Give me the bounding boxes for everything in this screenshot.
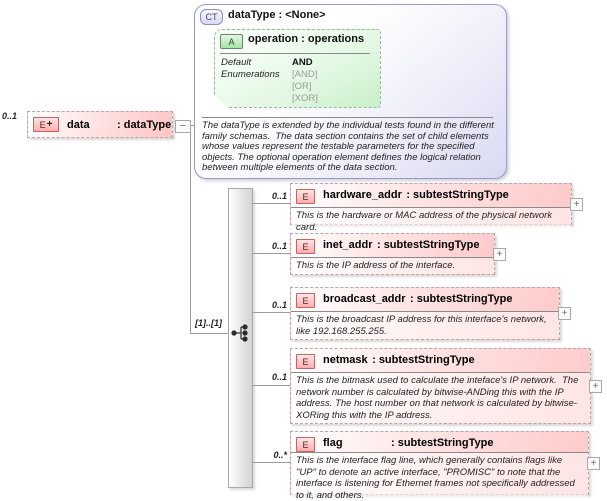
- element-netmask[interactable]: E netmask : subtestStringType This is th…: [290, 348, 591, 424]
- element-badge-icon: E+: [33, 117, 59, 132]
- attribute-title: operation : operations: [248, 33, 365, 45]
- element-annotation: This is the broadcast IP address for thi…: [291, 311, 559, 339]
- element-type: : subtestStringType: [391, 437, 494, 449]
- element-title-row: E flag : subtestStringType: [291, 432, 588, 452]
- element-name: netmask: [323, 354, 368, 366]
- element-title-row: E inet_addr : subtestStringType: [291, 234, 494, 257]
- attribute-badge-icon: A: [220, 34, 243, 49]
- element-title-row: E broadcast_addr : subtestStringType: [291, 288, 559, 311]
- element-inet-addr[interactable]: E inet_addr : subtestStringType This is …: [290, 233, 495, 275]
- element-badge-icon: E: [296, 239, 315, 254]
- divider: [220, 53, 370, 54]
- element-badge-letter: E: [39, 119, 46, 130]
- element-name: flag: [323, 437, 343, 449]
- sequence-icon: [231, 324, 248, 342]
- expand-icon[interactable]: +: [558, 307, 571, 320]
- connector-line: [253, 312, 291, 313]
- connector-line: [190, 333, 229, 334]
- spacer: [221, 81, 292, 93]
- default-label: Default: [221, 57, 252, 68]
- enumeration-value: [XOR]: [292, 93, 318, 104]
- element-name: broadcast_addr: [323, 293, 406, 305]
- connector-line: [253, 203, 291, 204]
- element-badge-icon: E: [296, 189, 315, 204]
- element-type: : subtestStringType: [409, 293, 513, 305]
- enumeration-value: [AND]: [292, 69, 318, 80]
- element-badge-icon: E: [296, 293, 315, 308]
- expand-icon[interactable]: +: [589, 380, 602, 393]
- element-name: inet_addr: [323, 239, 373, 251]
- element-title-row: E netmask : subtestStringType: [291, 349, 590, 372]
- element-annotation: This is the hardware or MAC address of t…: [291, 207, 571, 233]
- element-data[interactable]: E+ data : dataType: [27, 111, 173, 138]
- spacer: [221, 93, 292, 105]
- expand-icon[interactable]: +: [570, 198, 583, 211]
- complex-type-title: dataType : <None>: [228, 9, 326, 21]
- element-type: : subtestStringType: [406, 189, 509, 201]
- child-multiplicity: 0..1: [271, 372, 287, 382]
- enumeration-value: [OR]: [292, 81, 312, 92]
- enumerations-label: Enumerations: [221, 69, 280, 80]
- element-annotation: This is the IP address of the interface.: [291, 257, 494, 274]
- element-title-row: E hardware_addr : subtestStringType: [291, 184, 571, 207]
- collapse-icon[interactable]: −: [175, 120, 191, 133]
- default-value: AND: [292, 57, 313, 68]
- complex-type-annotation: The dataType is extended by the individu…: [202, 120, 497, 173]
- element-annotation: This is the interface flag line, which g…: [291, 452, 588, 501]
- element-flag[interactable]: E flag : subtestStringType This is the in…: [290, 431, 589, 501]
- has-children-icon: +: [46, 119, 53, 130]
- connector-line: [190, 125, 191, 334]
- element-name: data: [67, 118, 90, 131]
- child-multiplicity: 0..*: [273, 450, 287, 460]
- complex-type-box: CT dataType : <None> A operation : opera…: [194, 4, 507, 179]
- attribute-box[interactable]: A operation : operations Default AND Enu…: [214, 29, 381, 108]
- root-multiplicity: 0..1: [2, 111, 18, 121]
- connector-line: [253, 462, 291, 463]
- divider: [202, 117, 493, 118]
- element-type: : subtestStringType: [376, 239, 480, 251]
- element-type: : dataType: [117, 118, 172, 131]
- element-badge-icon: E: [296, 354, 315, 369]
- attribute-facets: Default AND Enumerations [AND] [OR] [XOR…: [221, 57, 373, 105]
- element-broadcast-addr[interactable]: E broadcast_addr : subtestStringType Thi…: [290, 287, 560, 340]
- sequence-multiplicity: [1]..[1]: [195, 318, 222, 328]
- connector-line: [253, 253, 291, 254]
- element-badge-icon: E: [296, 437, 315, 452]
- child-multiplicity: 0..1: [271, 300, 287, 310]
- expand-icon[interactable]: +: [587, 457, 600, 470]
- element-name: hardware_addr: [323, 189, 402, 201]
- complex-type-badge-icon: CT: [200, 9, 223, 25]
- child-multiplicity: 0..1: [271, 191, 287, 201]
- element-hardware-addr[interactable]: E hardware_addr : subtestStringType This…: [290, 183, 572, 233]
- child-multiplicity: 0..1: [271, 241, 287, 251]
- expand-icon[interactable]: +: [493, 248, 506, 261]
- element-annotation: This is the bitmask used to calculate th…: [291, 372, 590, 423]
- element-type: : subtestStringType: [372, 354, 475, 366]
- connector-line: [253, 385, 291, 386]
